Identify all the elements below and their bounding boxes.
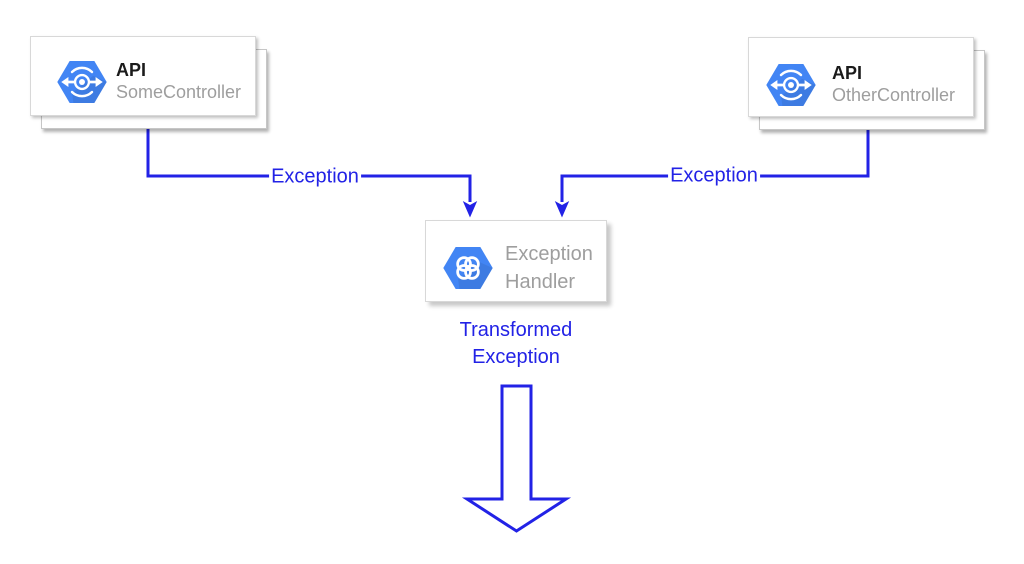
knot-hexagon-icon: [443, 247, 493, 289]
node-card: API SomeController: [30, 36, 256, 116]
node-label: Exception Handler: [505, 243, 593, 293]
left-exception-edge-label: Exception: [269, 165, 361, 189]
transformed-exception-label: Transformed Exception: [459, 319, 573, 368]
node-other-controller: API OtherController: [748, 37, 985, 130]
node-subtitle: OtherController: [832, 85, 956, 105]
api-hexagon-icon: [766, 63, 816, 106]
arrowhead-icon: [554, 201, 570, 218]
node-title: API: [116, 60, 147, 80]
output-block-arrow-icon: [461, 384, 572, 533]
node-some-controller: API SomeController: [30, 36, 267, 129]
arrowhead-icon: [462, 201, 478, 218]
node-card: API OtherController: [748, 37, 974, 117]
api-hexagon-icon: [57, 60, 107, 103]
node-exception-handler: Exception Handler: [425, 220, 607, 302]
right-exception-edge-label: Exception: [668, 164, 760, 188]
node-title: API: [832, 63, 863, 83]
node-subtitle: SomeController: [116, 82, 242, 102]
